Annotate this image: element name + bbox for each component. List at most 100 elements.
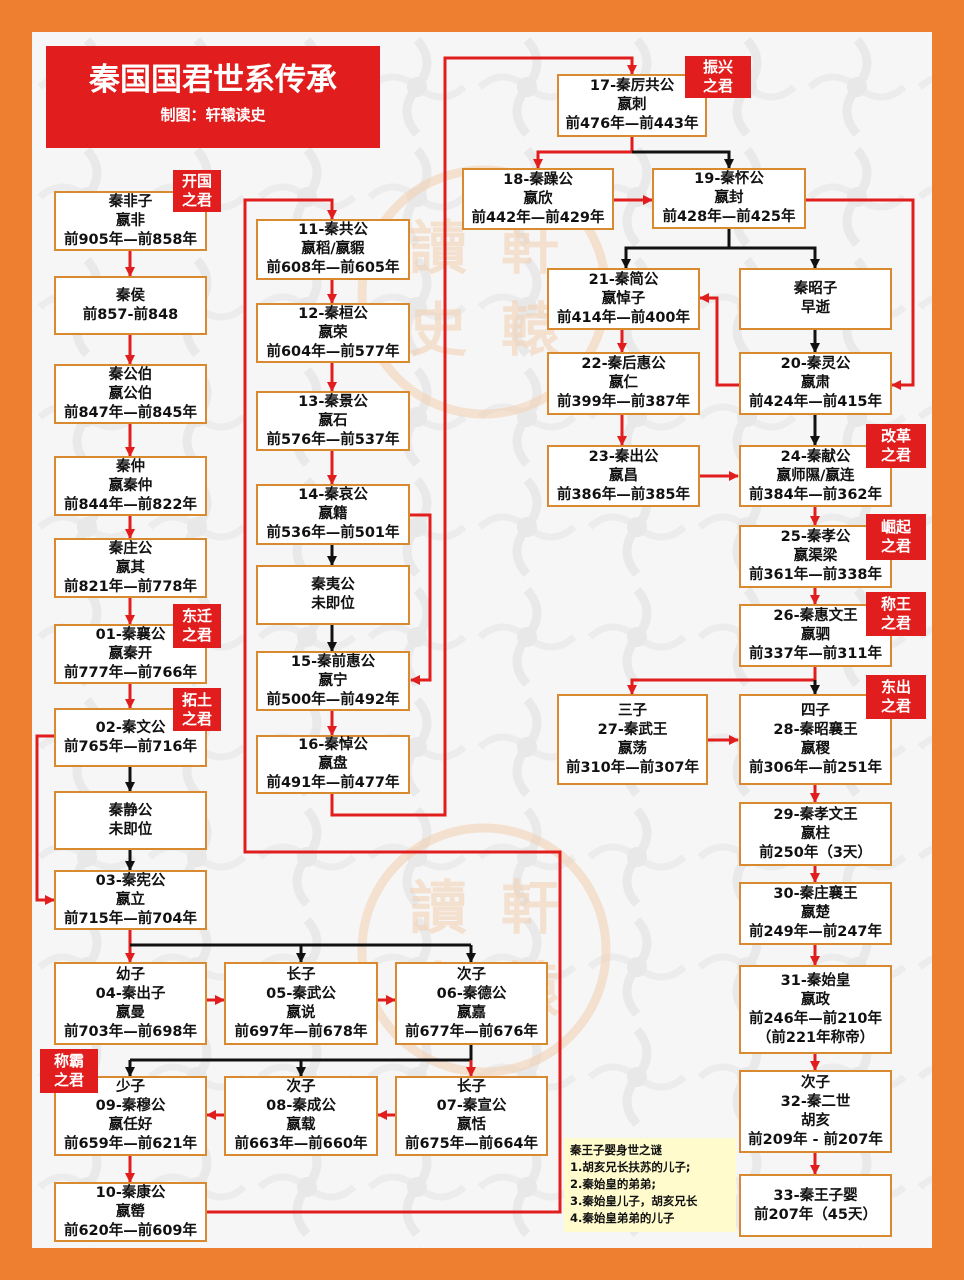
tag-line: 开国 — [181, 172, 212, 190]
ruler-line: 13-秦景公 — [298, 393, 368, 410]
ruler-line: 秦公伯 — [108, 366, 153, 383]
ruler-line: 22-秦后惠公 — [581, 356, 666, 372]
ruler-line: 嬴宁 — [318, 672, 348, 689]
tag-line: 之君 — [181, 709, 212, 728]
ruler-box-chuzi: 幼子 04-秦出子 嬴曼 前703年—前698年 — [54, 962, 207, 1045]
ruler-line: 15-秦前惠公 — [290, 653, 376, 670]
ruler-box-jiangong: 21-秦简公 嬴悼子 前414年—前400年 — [547, 268, 700, 330]
ruler-line: 嬴任好 — [108, 1117, 153, 1133]
ruler-line: 前765年—前716年 — [63, 738, 198, 755]
ruler-line: 20-秦灵公 — [780, 356, 851, 372]
tag-line: 拓土 — [181, 690, 212, 709]
ruler-line: 前491年—前477年 — [266, 775, 400, 791]
ruler-line: 前209年 - 前207年 — [748, 1131, 883, 1148]
ruler-line: 前905年—前858年 — [63, 231, 198, 248]
ruler-box-zhaozi: 秦昭子 早逝 — [739, 268, 892, 330]
ruler-box-wuwang: 三子 27-秦武王 嬴荡 前310年—前307年 — [557, 694, 708, 785]
ruler-line: 嬴立 — [116, 891, 145, 908]
ruler-box-houhuigong: 22-秦后惠公 嬴仁 前399年—前387年 — [547, 352, 700, 415]
ruler-line: 前361年—前338年 — [748, 567, 883, 583]
ruler-line: 幼子 — [116, 966, 145, 983]
ruler-box-yigong: 秦夷公 未即位 — [256, 565, 410, 625]
ruler-line: 02-秦文公 — [95, 719, 166, 736]
ruler-line: 前428年—前425年 — [662, 209, 796, 225]
ruler-line: 嬴刺 — [617, 97, 647, 113]
tag-line: 振兴 — [702, 58, 733, 76]
ruler-box-huaigong: 19-秦怀公 嬴封 前428年—前425年 — [652, 168, 806, 229]
ruler-line: 33-秦王子婴 — [773, 1187, 858, 1204]
ruler-line: 前620年—前609年 — [63, 1222, 198, 1239]
ruler-line: 嬴仁 — [609, 375, 638, 391]
ruler-line: 长子 — [286, 966, 316, 983]
branch-r33-sons — [627, 667, 817, 695]
ruler-box-xiangong: 03-秦宪公 嬴立 前715年—前704年 — [54, 870, 207, 930]
ruler-box-zaogong: 18-秦躁公 嬴欣 前442年—前429年 — [462, 168, 614, 230]
ruler-line: 嬴荣 — [318, 324, 348, 341]
ruler-line: 胡亥 — [801, 1112, 830, 1129]
ruler-line: 前306年—前251年 — [748, 759, 883, 776]
ruler-box-gongbo: 秦公伯 嬴公伯 前847年—前845年 — [54, 364, 207, 424]
arrow-r6-r8 — [35, 734, 55, 905]
ruler-box-wugong: 长子 05-秦武公 嬴说 前697年—前678年 — [224, 962, 378, 1045]
ruler-box-jinggong: 秦静公 未即位 — [54, 791, 207, 850]
ruler-line: 08-秦成公 — [266, 1098, 336, 1114]
ruler-line: 前536年—前501年 — [266, 525, 400, 541]
ruler-box-ziying: 33-秦王子婴 前207年（45天） — [739, 1174, 892, 1237]
ruler-line: 嬴嘉 — [457, 1004, 486, 1021]
tag-king-title: 称王 之君 — [866, 592, 926, 636]
ruler-line: 前246年—前210年 — [748, 1010, 883, 1027]
ruler-line: 前399年—前387年 — [556, 394, 691, 410]
arrow-r25-r29 — [806, 198, 915, 390]
ruler-line: 前608年—前605年 — [266, 260, 400, 276]
arrow-r23-r25 — [632, 150, 734, 169]
ruler-line: 嬴驷 — [801, 627, 830, 643]
ruler-line: 早逝 — [801, 300, 830, 316]
ruler-line: 嬴秦仲 — [108, 477, 153, 494]
ruler-line: 嬴封 — [714, 190, 744, 206]
ruler-line: 嬴稻/嬴貑 — [301, 241, 365, 257]
ruler-line: 嬴师隰/嬴连 — [776, 467, 855, 484]
ruler-line: 秦侯 — [116, 287, 145, 304]
ruler-line: 前857-前848 — [82, 306, 179, 323]
arrow-r23-r24 — [533, 137, 634, 169]
ruler-line: 12-秦桓公 — [298, 305, 368, 322]
ruler-line: 前659年—前621年 — [63, 1136, 198, 1152]
ruler-box-kanggong: 10-秦康公 嬴罃 前620年—前609年 — [54, 1182, 207, 1242]
ruler-line: 前663年—前660年 — [234, 1136, 368, 1152]
ruler-box-zhuangxiangwang: 30-秦庄襄王 嬴楚 前249年—前247年 — [739, 882, 892, 945]
ruler-line: 少子 — [116, 1079, 145, 1095]
ruler-line: 嬴稷 — [801, 740, 830, 757]
note-item: 2.秦始皇的弟弟; — [570, 1177, 656, 1191]
ruler-box-linggong: 20-秦灵公 嬴肃 前424年—前415年 — [739, 352, 892, 415]
ruler-box-huangong: 12-秦桓公 嬴荣 前604年—前577年 — [256, 303, 410, 363]
ruler-line: 11-秦共公 — [298, 222, 368, 238]
ruler-line: 嬴楚 — [801, 905, 830, 921]
ruler-line: 10-秦康公 — [95, 1184, 166, 1201]
ruler-line: 嬴罃 — [116, 1203, 145, 1220]
ruler-line: 07-秦宣公 — [436, 1098, 507, 1114]
ruler-line: 次子 — [286, 1079, 316, 1095]
ziying-origin-note: 秦王子婴身世之谜 1.胡亥兄长扶苏的儿子; 2.秦始皇的弟弟; 3.秦始皇儿子，… — [564, 1138, 736, 1232]
ruler-line: 嬴荡 — [618, 740, 647, 757]
arrow-r22-r23 — [330, 56, 637, 817]
ruler-line: 嬴悼子 — [601, 290, 646, 307]
ruler-line: 嬴其 — [116, 559, 145, 576]
ruler-line: 秦仲 — [116, 458, 145, 475]
ruler-line: 前424年—前415年 — [748, 394, 883, 410]
arrow-r19-r21 — [410, 513, 432, 685]
tag-line: 之君 — [880, 614, 911, 632]
ruler-line: 前384年—前362年 — [748, 486, 883, 503]
tag-line: 之君 — [702, 77, 733, 95]
ruler-line: 前715年—前704年 — [63, 910, 198, 927]
ruler-line: 前604年—前577年 — [266, 343, 400, 360]
ruler-box-zhuanggong: 秦庄公 嬴其 前821年—前778年 — [54, 538, 207, 598]
note-item: 4.秦始皇弟弟的儿子 — [570, 1211, 675, 1225]
ruler-line: 嬴政 — [801, 991, 830, 1008]
note-item: 1.胡亥兄长扶苏的儿子; — [570, 1160, 691, 1174]
note-item: 3.秦始皇儿子，胡亥兄长 — [570, 1194, 698, 1208]
ruler-line: 21-秦简公 — [588, 271, 659, 288]
tag-line: 之君 — [181, 626, 212, 644]
ruler-line: 前847年—前845年 — [63, 404, 198, 421]
ruler-line: 长子 — [457, 1079, 486, 1095]
ruler-line: 18-秦躁公 — [503, 171, 573, 188]
